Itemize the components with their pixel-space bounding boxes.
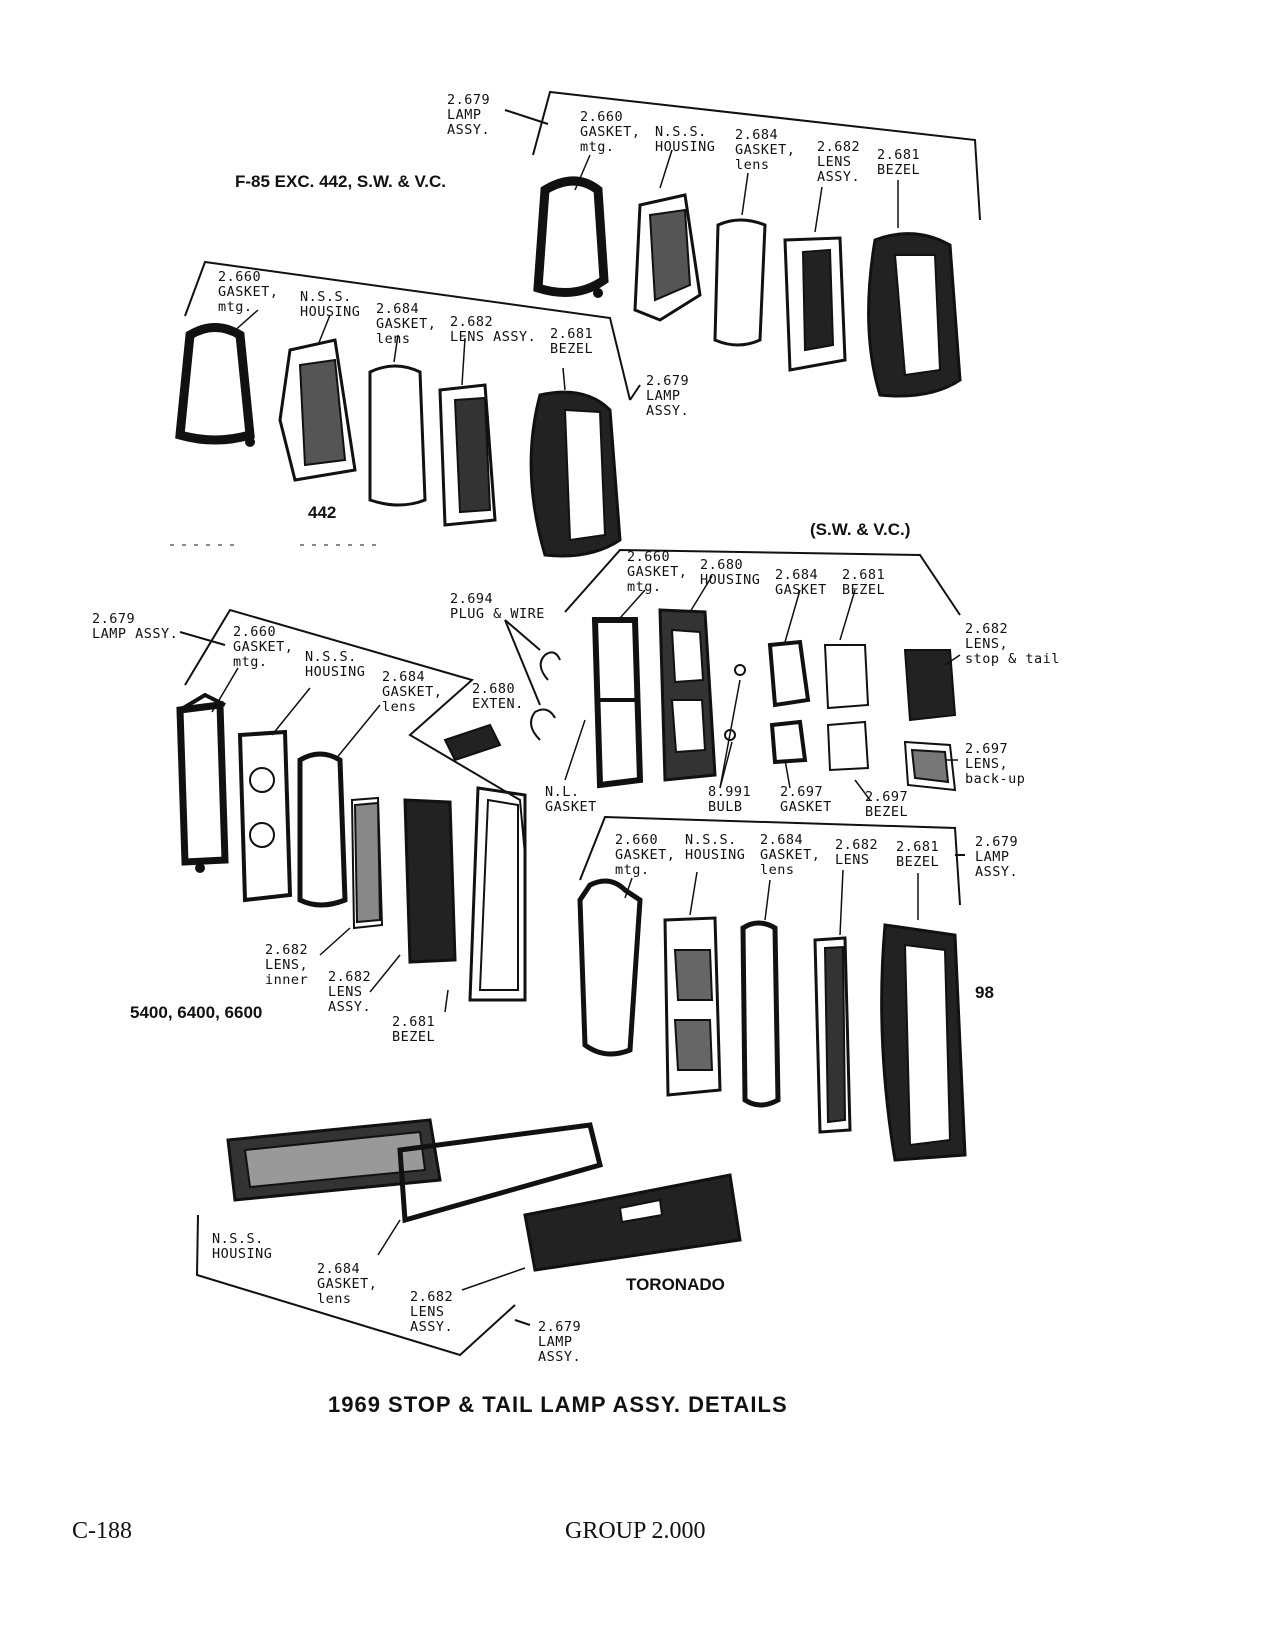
label-442-lamp-assy: 2.679 LAMP ASSY.	[646, 373, 690, 419]
swvc-bulb-part	[724, 664, 746, 741]
swvc-plug-wire-part	[504, 619, 561, 741]
m98-leader-lines	[624, 869, 919, 936]
label-98-housing: N.S.S. HOUSING	[685, 832, 746, 863]
label-f85-bezel: 2.681 BEZEL	[877, 147, 921, 178]
label-98-lens: 2.682 LENS	[835, 837, 879, 868]
label-swvc-housing: 2.680 HOUSING	[700, 557, 761, 588]
f442-lens-assy-part	[438, 383, 497, 527]
f85-lens-assy-part	[783, 236, 847, 372]
tor-group-bracket	[195, 1214, 531, 1357]
tor-lens-assy-part	[523, 1173, 742, 1272]
label-m54-lens-assy: 2.682 LENS ASSY.	[328, 969, 372, 1015]
m54-lens-assy-part	[403, 798, 457, 964]
m54-leader-lines	[211, 667, 449, 1013]
m98-group-bracket	[579, 815, 965, 906]
f85-housing-part	[633, 193, 702, 322]
m54-extension-part	[443, 723, 502, 762]
label-tor-gasket-lens: 2.684 GASKET, lens	[317, 1261, 378, 1307]
label-swvc-gasket-2697: 2.697 GASKET	[780, 784, 832, 815]
label-swvc-plug-wire: 2.694 PLUG & WIRE	[450, 591, 545, 622]
label-f85-lamp-assy: 2.679 LAMP ASSY.	[447, 92, 491, 138]
label-m54-lens-inner: 2.682 LENS, inner	[265, 942, 309, 988]
label-442-bezel: 2.681 BEZEL	[550, 326, 594, 357]
label-m54-bezel: 2.681 BEZEL	[392, 1014, 436, 1045]
footer-page-number: C-188	[72, 1518, 132, 1544]
f442-housing-part	[278, 338, 357, 482]
heading-swvc: (S.W. & V.C.)	[810, 520, 911, 539]
f442-gasket-mtg-part	[175, 323, 255, 447]
swvc-gasket-part	[767, 639, 811, 765]
label-m54-gasket-lens: 2.684 GASKET, lens	[382, 669, 443, 715]
label-98-gasket-lens: 2.684 GASKET, lens	[760, 832, 821, 878]
label-swvc-lens-backup: 2.697 LENS, back-up	[965, 741, 1026, 787]
swvc-gasket-mtg-part	[591, 617, 644, 789]
label-f85-lens-assy: 2.682 LENS ASSY.	[817, 139, 861, 185]
f85-leader-lines	[574, 149, 899, 233]
footer-group: GROUP 2.000	[565, 1518, 706, 1544]
m98-gasket-lens-part	[740, 920, 781, 1108]
m54-lens-inner-part	[350, 796, 384, 930]
tor-gasket-lens-part	[397, 1122, 604, 1224]
label-442-lens-assy: 2.682 LENS ASSY.	[450, 314, 537, 345]
label-m54-housing: N.S.S. HOUSING	[305, 649, 366, 680]
label-m54-gasket-mtg: 2.660 GASKET, mtg.	[233, 624, 294, 670]
label-m54-lamp-assy: 2.679 LAMP ASSY.	[92, 611, 179, 642]
swvc-housing-part	[658, 608, 717, 782]
f442-leader-lines	[231, 309, 566, 391]
f442-bezel-part	[529, 390, 622, 558]
label-swvc-gasket: 2.684 GASKET	[775, 567, 827, 598]
tor-housing-part	[226, 1118, 442, 1202]
f85-bezel-part	[867, 232, 962, 398]
heading-models-5400-6400-6600: 5400, 6400, 6600	[130, 1003, 263, 1022]
label-98-lamp-assy: 2.679 LAMP ASSY.	[975, 834, 1019, 880]
swvc-bezel-part	[823, 644, 870, 772]
swvc-leader-lines	[564, 575, 961, 801]
tor-leader-lines	[377, 1219, 526, 1291]
m54-group-bracket	[179, 608, 526, 856]
label-tor-housing: N.S.S. HOUSING	[212, 1231, 273, 1262]
label-f85-housing: N.S.S. HOUSING	[655, 124, 716, 155]
heading-toronado: TORONADO	[626, 1275, 725, 1294]
f85-gasket-lens-part	[713, 218, 767, 347]
label-tor-lens-assy: 2.682 LENS ASSY.	[410, 1289, 454, 1335]
label-98-bezel: 2.681 BEZEL	[896, 839, 940, 870]
label-swvc-nl-gasket: N.L. GASKET	[545, 784, 597, 815]
label-swvc-lens-stop-tail: 2.682 LENS, stop & tail	[965, 621, 1060, 667]
m54-bezel-part	[468, 786, 527, 1002]
m54-gasket-lens-part	[297, 751, 348, 908]
label-442-housing: N.S.S. HOUSING	[300, 289, 361, 320]
label-442-gasket-mtg: 2.660 GASKET, mtg.	[218, 269, 279, 315]
f442-gasket-lens-part	[368, 364, 427, 507]
heading-98: 98	[975, 983, 994, 1002]
label-442-gasket-lens: 2.684 GASKET, lens	[376, 301, 437, 347]
label-swvc-gasket-mtg: 2.660 GASKET, mtg.	[627, 549, 688, 595]
m98-housing-part	[663, 916, 722, 1097]
label-swvc-bulb: 8.991 BULB	[708, 784, 752, 815]
swvc-lens-stop-tail-part	[903, 649, 957, 722]
figure-title: 1969 STOP & TAIL LAMP ASSY. DETAILS	[328, 1392, 788, 1417]
heading-f85: F-85 EXC. 442, S.W. & V.C.	[235, 172, 447, 191]
heading-442: 442	[308, 503, 337, 522]
label-f85-gasket-lens: 2.684 GASKET, lens	[735, 127, 796, 173]
label-swvc-bezel: 2.681 BEZEL	[842, 567, 886, 598]
f85-gasket-mtg-part	[533, 176, 609, 298]
m54-housing-part	[237, 729, 293, 903]
f442-group-bracket	[184, 260, 641, 401]
m54-gasket-mtg-part	[176, 692, 229, 873]
swvc-group-bracket	[564, 548, 961, 616]
label-swvc-bezel-2697: 2.697 BEZEL	[865, 789, 909, 820]
m98-lens-part	[813, 936, 852, 1134]
label-f85-gasket-mtg: 2.660 GASKET, mtg.	[580, 109, 641, 155]
label-tor-lamp-assy: 2.679 LAMP ASSY.	[538, 1319, 582, 1365]
label-98-gasket-mtg: 2.660 GASKET, mtg.	[615, 832, 676, 878]
f85-group-bracket	[504, 90, 981, 221]
swvc-lens-backup-part	[903, 740, 957, 792]
m98-bezel-part	[880, 923, 967, 1162]
m98-gasket-mtg-part	[577, 878, 643, 1057]
label-m54-extension: 2.680 EXTEN.	[472, 681, 524, 712]
